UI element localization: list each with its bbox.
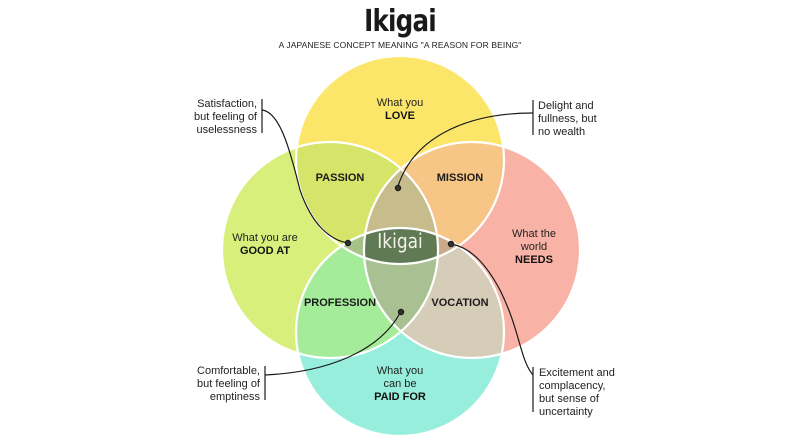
overlap-triple-top bbox=[364, 142, 438, 264]
note-line: complacency, bbox=[539, 380, 606, 392]
note-line: Delight and bbox=[538, 100, 594, 112]
label-love: What you LOVE bbox=[350, 97, 450, 123]
label-good-at: What you are GOOD AT bbox=[220, 232, 310, 258]
label-love-strong: LOVE bbox=[385, 110, 415, 122]
note-line: uncertainty bbox=[539, 406, 593, 418]
note-line: but sense of bbox=[539, 393, 599, 405]
callout-dot-bottom bbox=[397, 308, 405, 316]
callout-line-bottom-right bbox=[451, 243, 534, 376]
label-ikigai-center: Ikigai bbox=[377, 229, 423, 253]
circle-outlines bbox=[220, 54, 582, 438]
callout-dot-top bbox=[394, 184, 402, 192]
page-title: Ikigai bbox=[364, 4, 436, 39]
note-bottom-left: Comfortable, but feeling of emptiness bbox=[190, 365, 260, 404]
note-line: emptiness bbox=[209, 391, 260, 403]
label-needs: What the world NEEDS bbox=[494, 228, 574, 267]
label-mission: MISSION bbox=[436, 172, 484, 184]
label-paid-for: What you can be PAID FOR bbox=[350, 365, 450, 404]
label-passion: PASSION bbox=[315, 172, 365, 184]
note-line: uselessness bbox=[196, 124, 257, 136]
label-needs-line2: world bbox=[520, 241, 548, 253]
label-good-at-strong: GOOD AT bbox=[239, 245, 291, 257]
note-line: fullness, but bbox=[538, 113, 597, 125]
label-needs-strong: NEEDS bbox=[515, 254, 553, 266]
overlap-triple-bottom bbox=[364, 228, 438, 358]
note-line: Excitement and bbox=[539, 367, 615, 379]
callout-dot-left bbox=[344, 239, 352, 247]
label-vocation: VOCATION bbox=[431, 297, 489, 309]
label-good-at-line1: What you are bbox=[232, 232, 298, 244]
note-line: no wealth bbox=[538, 126, 586, 138]
callout-line-top-left bbox=[261, 109, 349, 244]
label-love-line1: What you bbox=[376, 97, 424, 109]
label-profession: PROFESSION bbox=[303, 297, 377, 309]
note-bottom-right: Excitement and complacency, but sense of… bbox=[539, 367, 629, 419]
note-line: Comfortable, bbox=[197, 365, 260, 377]
label-paid-for-line2: can be bbox=[383, 378, 417, 390]
label-needs-line1: What the bbox=[511, 228, 557, 240]
note-top-left: Satisfaction, but feeling of uselessness bbox=[190, 98, 257, 137]
callout-line-bottom-left bbox=[264, 312, 401, 376]
label-paid-for-strong: PAID FOR bbox=[374, 391, 426, 403]
callout-dot-right bbox=[447, 240, 455, 248]
note-top-right: Delight and fullness, but no wealth bbox=[538, 100, 628, 139]
note-line: but feeling of bbox=[194, 111, 257, 123]
callout-line-top-right bbox=[397, 112, 534, 187]
note-line: Satisfaction, bbox=[197, 98, 257, 110]
note-line: but feeling of bbox=[197, 378, 260, 390]
label-paid-for-line1: What you bbox=[376, 365, 424, 377]
page-subtitle: A JAPANESE CONCEPT MEANING "A REASON FOR… bbox=[278, 40, 522, 50]
